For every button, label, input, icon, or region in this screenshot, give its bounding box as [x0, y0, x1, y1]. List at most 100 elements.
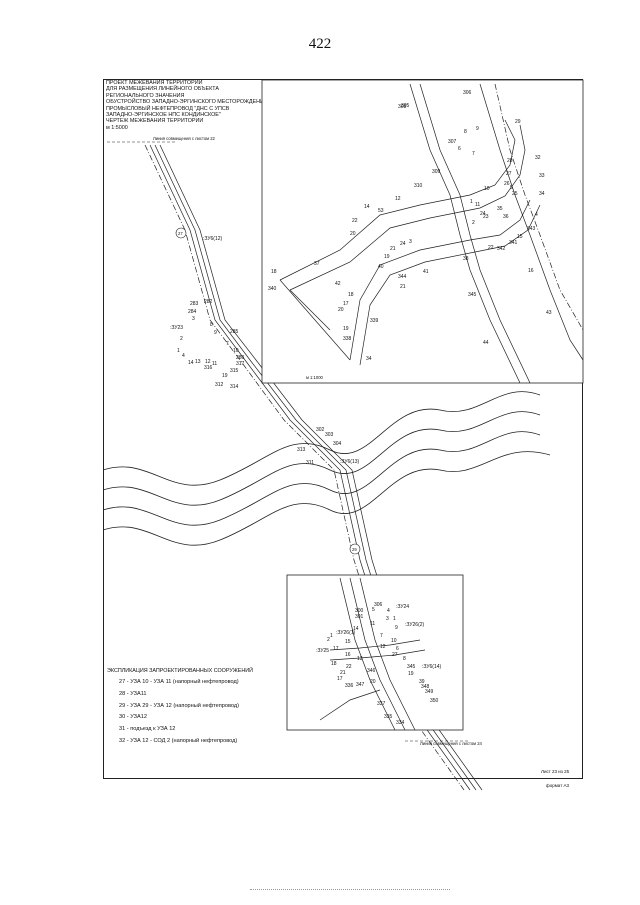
inset-bottom-corridor: [319, 577, 426, 731]
point-label: 11: [475, 202, 480, 208]
point-label: 8: [464, 129, 467, 135]
point-label: 301: [355, 614, 364, 620]
point-label: 3: [192, 316, 195, 322]
point-label: 10: [391, 638, 397, 644]
point-label: 15: [517, 234, 523, 240]
left-map-point-labels: 283 284 282 8 3 9 :ЗУ23 285 2 7 10 1 4 2…: [170, 299, 342, 466]
point-label: 20: [350, 231, 356, 237]
point-label: 1: [177, 348, 180, 354]
point-label: 6: [396, 646, 399, 652]
point-label: 15: [345, 639, 351, 645]
point-label: 1: [393, 616, 396, 622]
point-label: 28: [507, 158, 513, 164]
point-label: 19: [384, 254, 390, 260]
point-label: 12: [380, 644, 386, 650]
point-label: 14: [353, 626, 359, 632]
point-label: 19: [408, 671, 414, 677]
point-label: 11: [370, 621, 375, 627]
point-label: 37: [314, 261, 320, 267]
point-label: 22: [488, 245, 494, 251]
point-label: 340: [268, 286, 277, 292]
point-label: 345: [407, 664, 416, 670]
title-line: ПРОЕКТ МЕЖЕВАНИЯ ТЕРРИТОРИИ: [106, 80, 203, 86]
point-label: 306: [463, 90, 472, 96]
point-label: 16: [528, 268, 534, 274]
point-label: 341: [509, 240, 518, 246]
point-label: 4: [535, 212, 538, 218]
point-label: 19: [222, 373, 228, 379]
structure-number: 29: [352, 547, 357, 552]
point-label: 6: [458, 146, 461, 152]
zone-label: :ЗУ25: [316, 648, 329, 654]
legend-item: 28 - УЗА11: [119, 690, 147, 697]
point-label: 335: [384, 714, 393, 720]
point-label: 34: [366, 356, 372, 362]
point-label: 345: [468, 292, 477, 298]
point-label: 336: [345, 683, 354, 689]
point-label: 29: [515, 119, 521, 125]
sheet-number: Лист 23 из 25: [541, 769, 570, 774]
point-label: 18: [271, 269, 277, 275]
point-label: 316: [204, 365, 213, 371]
explication-legend: ЭКСПЛИКАЦИЯ ЗАПРОЕКТИРОВАННЫХ СООРУЖЕНИЙ…: [107, 667, 307, 748]
point-label: 339: [370, 318, 379, 324]
title-line: РЕГИОНАЛЬНОГО ЗНАЧЕНИЯ: [106, 92, 185, 99]
point-label: 305: [401, 103, 410, 109]
point-label: 310: [414, 183, 423, 189]
zone-label: :ЗУ6(13): [340, 459, 360, 465]
title-block: ПРОЕКТ МЕЖЕВАНИЯ ТЕРРИТОРИИ ДЛЯ РАЗМЕЩЕН…: [106, 80, 276, 131]
legend-item: 31 - подъезд к УЗА 12: [119, 726, 176, 733]
point-label: 303: [325, 432, 334, 438]
inset-bottom-frame: [286, 574, 464, 731]
point-label: 350: [430, 698, 439, 704]
zone-label: :ЗУ6(12): [203, 236, 223, 242]
point-label: 342: [497, 246, 506, 252]
match-line-bottom-label: Линия совмещения с листом 24: [420, 741, 483, 746]
point-label: 343: [527, 226, 536, 232]
point-label: 25: [512, 191, 518, 197]
title-line: ПРОМЫСЛОВЫЙ НЕФТЕПРОВОД "ДНС С УПСВ: [106, 105, 230, 112]
point-label: 312: [215, 382, 224, 388]
zone-label: :ЗУ26(1): [336, 630, 356, 636]
point-label: 4: [182, 353, 185, 359]
point-label: 300: [355, 608, 364, 614]
point-label: 18: [331, 661, 337, 667]
point-label: 19: [343, 326, 349, 332]
point-label: 9: [395, 625, 398, 631]
legend-item: 29 - УЗА 29 - УЗА 12 (напорный нефтепров…: [119, 702, 240, 709]
point-label: 282: [204, 299, 213, 305]
point-label: 18: [348, 292, 354, 298]
point-label: 307: [448, 139, 457, 145]
inset-bottom-zone-labels: :ЗУ24 :ЗУ26(2) :ЗУ26(1) :ЗУ25 :ЗУ6(14): [316, 604, 442, 670]
point-label: 315: [230, 368, 239, 374]
point-label: 42: [335, 281, 341, 287]
structure-number: 27: [178, 231, 183, 236]
title-line: ОБУСТРОЙСТВО ЗАПАДНО-ЭРГИНСКОГО МЕСТОРОЖ…: [106, 99, 270, 106]
title-line: ДЛЯ РАЗМЕЩЕНИЯ ЛИНЕЙНОГО ОБЪЕКТА: [106, 86, 219, 93]
point-label: 44: [483, 340, 489, 346]
point-label: 285: [230, 329, 239, 335]
point-label: 36: [503, 214, 509, 220]
point-label: 41: [423, 269, 429, 275]
point-label: 40: [378, 264, 384, 270]
drawing-sheet-frame: [103, 79, 583, 779]
point-label: 17: [333, 646, 339, 652]
point-label: 2: [472, 220, 475, 226]
format-label: формат А3: [546, 783, 570, 788]
point-label: 313: [297, 447, 306, 453]
point-label: 8: [210, 322, 213, 328]
point-label: 1: [470, 199, 473, 205]
point-label: 43: [546, 310, 552, 316]
point-label: 34: [539, 191, 545, 197]
point-label: 337: [377, 701, 386, 707]
point-label: 20: [338, 307, 344, 313]
zone-label: :ЗУ24: [396, 604, 409, 610]
point-label: 35: [497, 206, 503, 212]
point-label: 3: [386, 616, 389, 622]
inset-top-point-labels: 305 306 308 8 9 29 7 28 32 307 27 6 26 3…: [268, 90, 552, 362]
point-label: 12: [395, 196, 401, 202]
point-label: 306: [374, 602, 383, 608]
point-label: 39: [419, 679, 425, 685]
point-label: 338: [343, 336, 352, 342]
